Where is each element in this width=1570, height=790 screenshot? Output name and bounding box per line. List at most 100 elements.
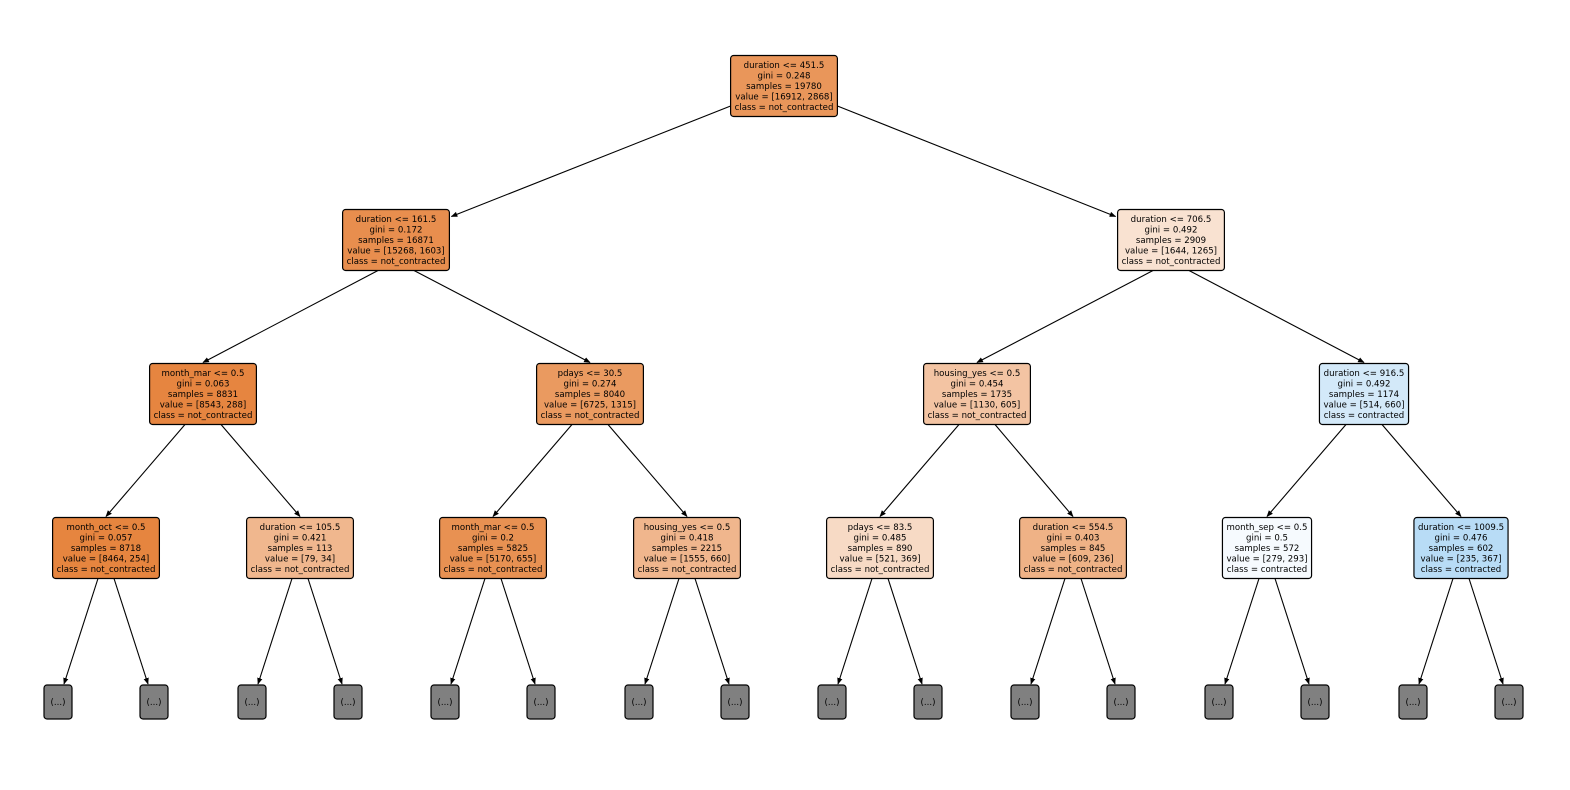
edge-n5-n11 — [879, 424, 960, 518]
edge-n9-leaf-1 — [500, 578, 536, 685]
truncated-leaf-box — [1204, 684, 1234, 720]
node-box — [1116, 208, 1226, 272]
node-line: samples = 5825 — [458, 544, 528, 554]
node-box — [632, 516, 742, 580]
node-line: duration <= 916.5 — [1324, 369, 1405, 379]
node-line: gini = 0.248 — [758, 71, 811, 81]
node-line: gini = 0.403 — [1047, 533, 1100, 543]
truncated-leaf: (...) — [1010, 684, 1040, 720]
truncated-leaf: (...) — [237, 684, 267, 720]
edge-n8-leaf-0 — [257, 578, 293, 685]
node-box — [1221, 516, 1313, 580]
node-line: samples = 602 — [1429, 544, 1494, 554]
node-line: value = [235, 367] — [1420, 555, 1501, 565]
node-line: gini = 0.421 — [274, 533, 327, 543]
node-line: samples = 1174 — [1329, 390, 1399, 400]
truncated-leaf-label: (...) — [341, 698, 356, 708]
truncated-leaf-box — [1494, 684, 1524, 720]
edge-n13-leaf-0 — [1224, 578, 1260, 685]
truncated-leaf-label: (...) — [147, 698, 162, 708]
node-line: samples = 2909 — [1136, 236, 1206, 246]
edge-n2-n5 — [976, 270, 1154, 363]
node-box — [535, 362, 645, 426]
node-line: value = [514, 660] — [1323, 401, 1404, 411]
truncated-leaf-box — [430, 684, 460, 720]
edge-n4-n10 — [607, 424, 688, 518]
truncated-leaf: (...) — [1494, 684, 1524, 720]
node-line: class = not_contracted — [251, 565, 350, 575]
node-box — [341, 208, 451, 272]
node-box — [729, 54, 839, 118]
node-line: gini = 0.492 — [1338, 379, 1391, 389]
edge-n10-leaf-1 — [694, 578, 730, 685]
edge-n5-n12 — [994, 424, 1074, 518]
node-box — [438, 516, 548, 580]
node-line: samples = 1735 — [942, 390, 1012, 400]
node-line: gini = 0.063 — [177, 379, 230, 389]
node-line: samples = 8718 — [71, 544, 141, 554]
node-line: pdays <= 83.5 — [848, 523, 913, 533]
node-line: value = [521, 369] — [839, 555, 920, 565]
node-line: samples = 572 — [1235, 544, 1300, 554]
node-line: housing_yes <= 0.5 — [934, 369, 1021, 379]
node-line: month_mar <= 0.5 — [162, 369, 245, 379]
node-line: class = not_contracted — [541, 411, 640, 421]
node-line: samples = 8040 — [555, 390, 625, 400]
truncated-leaf: (...) — [43, 684, 73, 720]
node-line: month_mar <= 0.5 — [452, 523, 535, 533]
truncated-leaf-box — [43, 684, 73, 720]
edge-n0-n1 — [450, 105, 731, 218]
node-line: duration <= 1009.5 — [1418, 523, 1504, 533]
node-line: class = contracted — [1324, 411, 1404, 421]
node-line: value = [8464, 254] — [63, 555, 150, 565]
edge-n7-leaf-1 — [113, 578, 149, 685]
node-line: duration <= 706.5 — [1131, 215, 1212, 225]
node-line: value = [1555, 660] — [644, 555, 731, 565]
node-line: samples = 8831 — [168, 390, 238, 400]
truncated-leaf-label: (...) — [534, 698, 549, 708]
node-line: class = not_contracted — [638, 565, 737, 575]
truncated-leaf-label: (...) — [632, 698, 647, 708]
node-line: duration <= 451.5 — [744, 61, 825, 71]
node-line: housing_yes <= 0.5 — [644, 523, 731, 533]
node-line: value = [16912, 2868] — [735, 93, 833, 103]
truncated-leaf: (...) — [430, 684, 460, 720]
edge-n1-n4 — [413, 270, 591, 363]
node-line: samples = 845 — [1041, 544, 1106, 554]
node-line: class = not_contracted — [831, 565, 930, 575]
edge-n3-n8 — [220, 424, 301, 518]
node-line: value = [609, 236] — [1032, 555, 1113, 565]
truncated-leaf-label: (...) — [1018, 698, 1033, 708]
node-line: samples = 2215 — [652, 544, 722, 554]
node-line: gini = 0.5 — [1246, 533, 1288, 543]
truncated-leaf: (...) — [720, 684, 750, 720]
truncated-leaf-label: (...) — [51, 698, 66, 708]
node-line: gini = 0.418 — [661, 533, 714, 543]
node-line: value = [8543, 288] — [160, 401, 247, 411]
truncated-leaf: (...) — [1398, 684, 1428, 720]
truncated-leaf-label: (...) — [1502, 698, 1517, 708]
edge-n1-n3 — [202, 270, 379, 363]
truncated-leaf: (...) — [139, 684, 169, 720]
truncated-leaf: (...) — [624, 684, 654, 720]
truncated-leaves: (...) (...) (...) (...) (...) (...) (...) (...)… — [43, 684, 1524, 720]
truncated-leaf: (...) — [1204, 684, 1234, 720]
truncated-leaf-label: (...) — [921, 698, 936, 708]
node-box — [51, 516, 161, 580]
node-line: value = [1130, 605] — [934, 401, 1021, 411]
node-line: pdays <= 30.5 — [558, 369, 623, 379]
edge-n7-leaf-0 — [63, 578, 99, 685]
node-line: gini = 0.172 — [370, 225, 423, 235]
truncated-leaf-box — [1010, 684, 1040, 720]
truncated-leaf-label: (...) — [438, 698, 453, 708]
node-box — [1318, 362, 1410, 426]
edge-n3-n7 — [105, 424, 186, 518]
